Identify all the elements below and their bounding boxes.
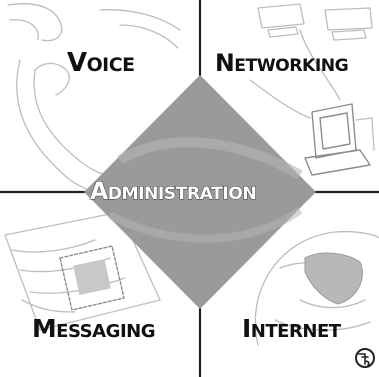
voice-label: VOICE bbox=[67, 48, 135, 78]
messaging-label: MESSAGING bbox=[32, 314, 155, 343]
networking-label: NETWORKING bbox=[215, 49, 348, 77]
center-diamond bbox=[84, 75, 316, 309]
administration-label: ADMINISTRATION bbox=[90, 177, 256, 205]
envelope-stamp-icon bbox=[4, 211, 161, 331]
na-logo-icon bbox=[355, 348, 375, 368]
internet-label: INTERNET bbox=[242, 314, 342, 343]
computer-terminal-icon bbox=[249, 3, 375, 176]
globe-icon bbox=[254, 230, 379, 346]
